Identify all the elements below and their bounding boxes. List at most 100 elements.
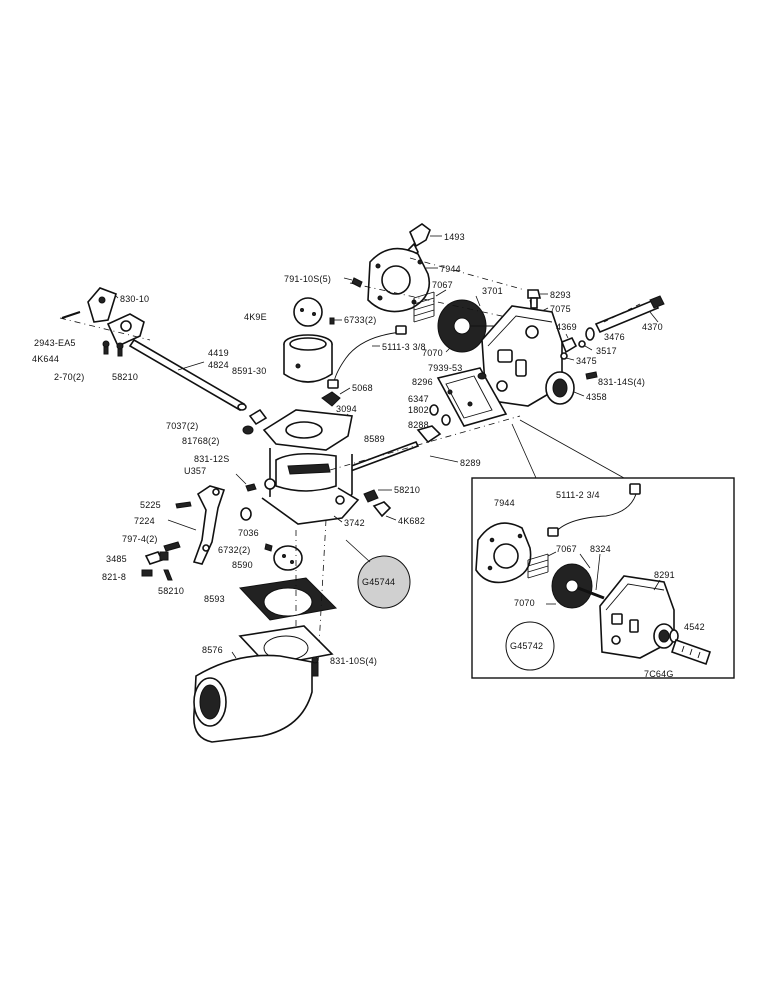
disc-4k9e [293, 297, 323, 327]
label-2943-ea5: 2943-EA5 [34, 338, 76, 348]
alignment-line [329, 415, 521, 471]
label-8589: 8589 [364, 434, 385, 444]
screw-58210-a [116, 342, 124, 357]
bushing-7037 [248, 408, 268, 426]
label-3485: 3485 [106, 554, 127, 564]
label-4824: 4824 [208, 360, 229, 370]
screw-831-12s [235, 473, 257, 492]
washer-3476 [585, 327, 595, 341]
label-u357: U357 [184, 466, 206, 476]
washer-6347 [429, 404, 439, 416]
elbow-8576 [193, 625, 334, 743]
label-4358: 4358 [586, 392, 607, 402]
label-7944: 7944 [440, 264, 461, 274]
plug-4369 [560, 333, 578, 354]
label-8296: 8296 [412, 377, 433, 387]
fitting-4k682 [372, 501, 397, 521]
gasket-8593 [238, 577, 338, 621]
screw-5225 [175, 501, 192, 509]
label-8591-30: 8591-30 [232, 366, 266, 376]
inset-label-4542: 4542 [684, 622, 705, 632]
fitting-5068 [321, 387, 351, 407]
label-8293: 8293 [550, 290, 571, 300]
label-797-4-2: 797-4(2) [122, 534, 158, 544]
label-stamp-g45742: G45742 [510, 641, 543, 651]
screw-2-70 [102, 340, 110, 355]
label-5068: 5068 [352, 383, 373, 393]
label-4370: 4370 [642, 322, 663, 332]
label-7037-2: 7037(2) [166, 421, 198, 431]
label-4k9e: 4K9E [244, 312, 267, 322]
carburetor-body-3742 [261, 409, 360, 525]
shaft-8589 [344, 441, 420, 473]
screw-791-10s [343, 277, 363, 288]
label-7939-53: 7939-53 [428, 363, 462, 373]
pump-cover-7944 [367, 247, 438, 313]
inset-washer-4542 [669, 629, 679, 643]
label-58210-a: 58210 [112, 372, 138, 382]
seal-81768 [242, 425, 254, 435]
label-821-8: 821-8 [102, 572, 126, 582]
label-7224: 7224 [134, 516, 155, 526]
label-7070-a: 7070 [422, 348, 443, 358]
screw-797-4 [163, 541, 181, 552]
inset-pump-body-8291 [599, 575, 675, 659]
screw-58210-c [163, 569, 173, 581]
label-3475: 3475 [576, 356, 597, 366]
screw-2943-ea5 [61, 311, 81, 319]
inset-label-8324: 8324 [590, 544, 611, 554]
label-5225: 5225 [140, 500, 161, 510]
alignment-line [317, 519, 327, 665]
label-4419: 4419 [208, 348, 229, 358]
washer-1802 [441, 414, 451, 426]
inset-pointer-line [519, 419, 625, 479]
inset-label-7944: 7944 [494, 498, 515, 508]
label-81768-2: 81768(2) [182, 436, 220, 446]
label-3742: 3742 [344, 518, 365, 528]
screw-6733 [329, 317, 342, 325]
label-3476: 3476 [604, 332, 625, 342]
plug-7939-53 [477, 372, 487, 380]
label-58210-c: 58210 [158, 586, 184, 596]
nut-821-8 [141, 569, 153, 577]
inset-spring-7067 [527, 551, 557, 579]
venturi-8591-30 [283, 334, 333, 383]
label-3517: 3517 [596, 346, 617, 356]
label-7075: 7075 [550, 304, 571, 314]
lever-7224 [167, 485, 226, 565]
pump-body-4358 [481, 305, 585, 407]
needle-4370 [594, 295, 665, 334]
label-4369: 4369 [556, 322, 577, 332]
plug-7036 [240, 507, 252, 521]
tube-5111-3-38 [327, 325, 407, 389]
label-5111-3-38: 5111-3 3/8 [382, 342, 426, 352]
inset-label-7070: 7070 [514, 598, 535, 608]
inset-label-8291: 8291 [654, 570, 675, 580]
label-3094: 3094 [336, 404, 357, 414]
clip-3475 [560, 352, 575, 361]
inset-pump-cover-7944 [475, 522, 532, 584]
bracket-4k644 [106, 313, 145, 348]
nut-58210-b [363, 489, 392, 503]
gasket-8296 [436, 367, 508, 427]
label-830-10: 830-10 [120, 294, 149, 304]
alignment-line [59, 317, 151, 341]
washer-3517 [578, 340, 593, 351]
label-7067: 7067 [432, 280, 453, 290]
fitting-8288 [416, 425, 442, 444]
label-831-14s4: 831-14S(4) [598, 377, 645, 387]
inset-label-7c64g: 7C64G [644, 669, 674, 679]
throttle-shaft-4419 [128, 338, 247, 412]
label-58210-b: 58210 [394, 485, 420, 495]
label-831-10s4: 831-10S(4) [330, 656, 377, 666]
stamp-g45744 [345, 539, 411, 609]
diaphragm-3701 [437, 295, 500, 353]
label-8576: 8576 [202, 645, 223, 655]
label-8590: 8590 [232, 560, 253, 570]
label-stamp-g45744: G45744 [362, 577, 395, 587]
screw-831-10s [311, 656, 319, 677]
leader-8289 [429, 455, 459, 463]
label-2-70-2: 2-70(2) [54, 372, 84, 382]
label-6733-2: 6733(2) [344, 315, 376, 325]
screw-6732 [264, 543, 273, 552]
